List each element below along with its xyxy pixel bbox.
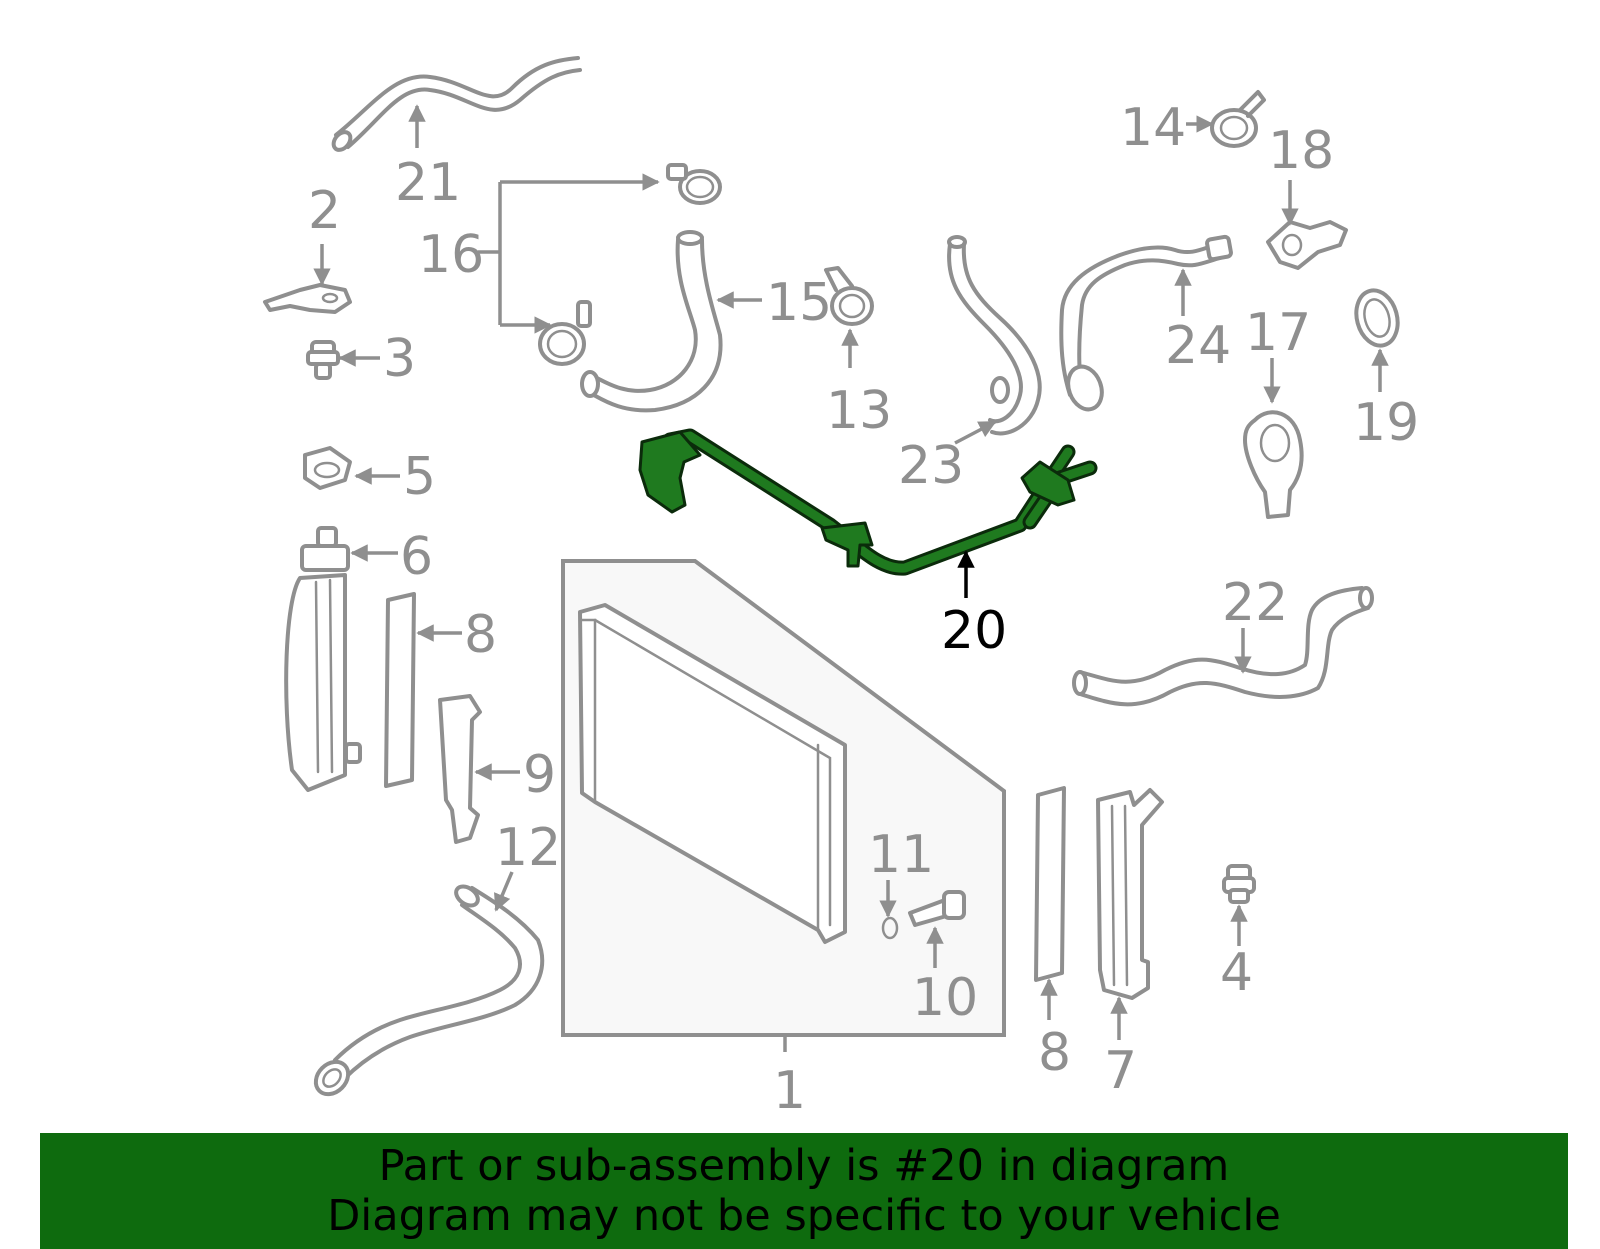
info-banner: Part or sub-assembly is #20 in diagram D… <box>40 1133 1568 1249</box>
callout-24: 24 <box>1165 316 1231 376</box>
part-12-lower-hose <box>313 871 545 1097</box>
part-19-seal <box>1354 288 1400 392</box>
callout-14: 14 <box>1120 98 1186 158</box>
callout-21: 21 <box>395 153 461 213</box>
callout-8-right: 8 <box>1038 1023 1071 1083</box>
callout-17: 17 <box>1245 303 1311 363</box>
part-6-tank <box>284 526 398 792</box>
part-5-cap <box>303 446 400 490</box>
callout-7: 7 <box>1104 1041 1137 1101</box>
part-14-clamp <box>1186 90 1266 148</box>
banner-line-part: Part or sub-assembly is #20 in diagram <box>378 1141 1230 1191</box>
part-18-fitting <box>1266 180 1348 270</box>
part-15-hose <box>580 230 762 413</box>
part-24-hose <box>1059 234 1233 412</box>
part-4-grommet <box>1222 864 1256 946</box>
callout-11: 11 <box>868 825 934 885</box>
callout-2: 2 <box>308 181 341 241</box>
part-13-clamp <box>824 266 874 368</box>
callout-16: 16 <box>418 225 484 285</box>
callout-6: 6 <box>400 527 433 587</box>
part-8-seal-right <box>1034 786 1066 1020</box>
callout-4: 4 <box>1220 943 1253 1003</box>
callout-19: 19 <box>1353 393 1419 453</box>
part-23-hose <box>947 235 1042 445</box>
callout-3: 3 <box>383 329 416 389</box>
part-2-bracket <box>263 244 352 314</box>
part-8-seal-left <box>384 592 462 788</box>
part-10-drain-plug <box>908 890 966 968</box>
callout-8-left: 8 <box>464 605 497 665</box>
callout-10: 10 <box>912 968 978 1028</box>
part-7-tank-right <box>1096 788 1164 1040</box>
callout-5: 5 <box>403 447 436 507</box>
callout-15: 15 <box>766 273 832 333</box>
callout-1: 1 <box>773 1061 806 1121</box>
part-3-bushing <box>306 340 380 380</box>
part-17-housing <box>1243 358 1304 519</box>
part-22-hose <box>1072 586 1374 707</box>
part-9-bracket <box>438 694 520 844</box>
part-16-clamps <box>478 163 722 366</box>
callout-12: 12 <box>495 818 561 878</box>
part-20-pipe-highlighted <box>638 428 1098 598</box>
callout-9: 9 <box>523 745 556 805</box>
part-21-upper-hose <box>331 56 582 152</box>
part-11-o-ring <box>879 880 899 940</box>
callout-23: 23 <box>898 436 964 496</box>
callout-13: 13 <box>826 381 892 441</box>
callout-20: 20 <box>941 601 1007 661</box>
banner-line-disclaimer: Diagram may not be specific to your vehi… <box>327 1191 1281 1241</box>
callout-22: 22 <box>1222 573 1288 633</box>
callout-18: 18 <box>1268 121 1334 181</box>
